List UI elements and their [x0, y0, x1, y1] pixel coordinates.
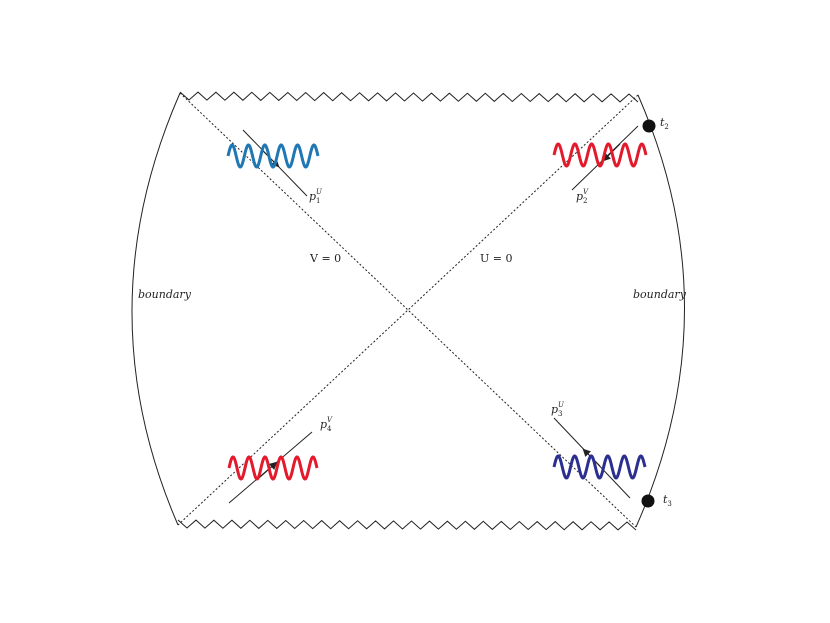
- wave-p3: [552, 454, 647, 480]
- shock-line-p2: [571, 125, 639, 191]
- horizon-label-v-zero: V = 0: [309, 252, 341, 265]
- svg-text:U: U: [316, 188, 323, 196]
- horizon-v-zero: [179, 92, 637, 528]
- insertion-point-t2: [642, 119, 656, 133]
- momentum-label-p4: p V 4: [320, 416, 333, 433]
- momentum-label-p1: p U 1: [309, 188, 323, 205]
- horizon-u-zero: [177, 94, 639, 526]
- left-boundary-curve: [131, 92, 181, 526]
- svg-text:1: 1: [316, 197, 320, 205]
- momentum-label-p2: p V 2: [576, 188, 589, 205]
- right-boundary-curve: [635, 94, 685, 528]
- momentum-label-p3: p U 3: [551, 401, 565, 418]
- t2-label: t2: [660, 116, 669, 131]
- svg-text:p: p: [309, 190, 316, 203]
- wave-p4: [227, 455, 319, 481]
- svg-text:U: U: [558, 401, 565, 409]
- shock-arrow-p4: [258, 461, 278, 479]
- svg-text:3: 3: [558, 410, 562, 418]
- insertion-point-t3: [641, 494, 655, 508]
- svg-text:p: p: [576, 190, 583, 203]
- wave-p1: [226, 143, 320, 169]
- t3-label: t3: [663, 493, 672, 508]
- svg-text:V: V: [583, 188, 589, 196]
- top-singularity-zigzag: [179, 91, 639, 103]
- svg-text:p: p: [320, 418, 327, 431]
- svg-text:p: p: [551, 403, 558, 416]
- svg-text:2: 2: [583, 197, 587, 205]
- svg-text:V: V: [327, 416, 333, 424]
- wave-p2: [552, 142, 648, 168]
- boundary-label-right: boundary: [633, 288, 687, 301]
- horizon-label-u-zero: U = 0: [480, 252, 512, 265]
- boundary-label-left: boundary: [138, 288, 192, 301]
- svg-text:4: 4: [327, 425, 332, 433]
- bottom-singularity-zigzag: [177, 519, 637, 531]
